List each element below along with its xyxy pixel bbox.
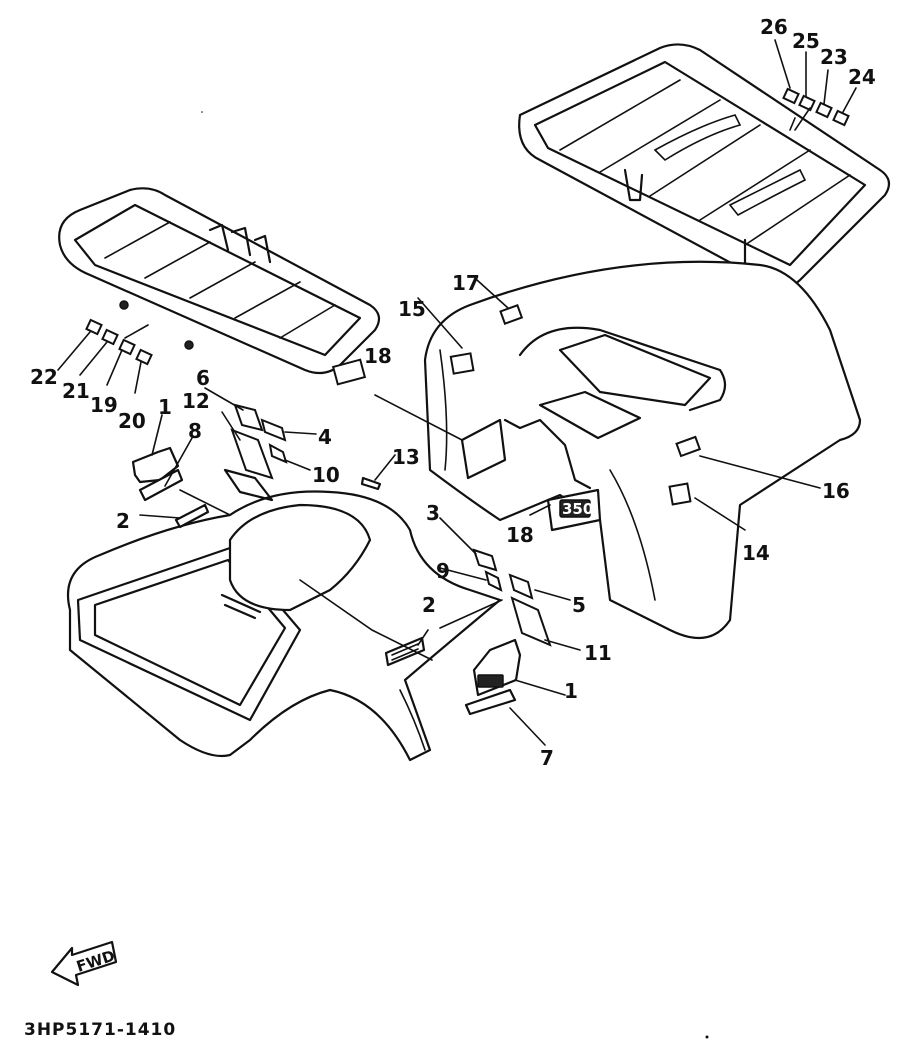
decal-10 xyxy=(268,443,288,464)
callout-18-upper: 18 xyxy=(364,344,392,368)
callout-25: 25 xyxy=(792,29,820,53)
callout-12: 12 xyxy=(182,389,210,413)
decal-26 xyxy=(782,87,800,105)
decal-2-right xyxy=(384,636,426,667)
callout-15: 15 xyxy=(398,297,426,321)
decal-5 xyxy=(508,573,534,600)
decal-1-right xyxy=(472,638,522,697)
decal-18-upper xyxy=(331,358,367,386)
callout-16: 16 xyxy=(822,479,850,503)
callout-13: 13 xyxy=(392,445,420,469)
front-carrier-decals xyxy=(57,318,153,394)
decal-19 xyxy=(118,338,136,356)
drawing-code: 3HP5171-1410 xyxy=(24,1020,176,1040)
decal-1-left xyxy=(131,446,180,484)
decal-6 xyxy=(233,403,264,432)
callout-19: 19 xyxy=(90,393,118,417)
rear-fender[interactable] xyxy=(423,260,862,640)
callout-6: 6 xyxy=(196,366,210,390)
callout-20: 20 xyxy=(118,409,146,433)
decal-22 xyxy=(85,318,103,336)
rear-carrier-decals xyxy=(774,39,857,131)
decal-20 xyxy=(135,348,153,366)
callout-24: 24 xyxy=(848,65,876,89)
callout-26: 26 xyxy=(760,15,788,39)
decal-21 xyxy=(101,328,119,346)
decal-18-emblem: 350 xyxy=(546,488,602,532)
decal-3 xyxy=(472,548,498,572)
callout-14: 14 xyxy=(742,541,770,565)
decal-9 xyxy=(484,570,503,592)
callout-11: 11 xyxy=(584,641,612,665)
callout-17: 17 xyxy=(452,271,480,295)
decal-12 xyxy=(230,428,274,480)
front-carrier[interactable] xyxy=(58,187,381,375)
rear-carrier[interactable] xyxy=(518,43,891,288)
callout-9: 9 xyxy=(436,559,450,583)
decal-12-outline xyxy=(223,468,274,502)
leader-lines xyxy=(139,111,821,746)
fwd-label: FWD xyxy=(74,947,117,976)
callout-8: 8 xyxy=(188,419,202,443)
callout-5: 5 xyxy=(572,593,586,617)
callout-23: 23 xyxy=(820,45,848,69)
decal-24 xyxy=(832,109,850,127)
callout-10: 10 xyxy=(312,463,340,487)
decal-16 xyxy=(675,435,702,458)
rear-fender-flap xyxy=(460,418,507,480)
decal-17 xyxy=(499,304,524,325)
decal-14 xyxy=(668,482,692,506)
decal-11 xyxy=(510,596,552,647)
front-fender[interactable] xyxy=(66,490,502,762)
callout-22: 22 xyxy=(30,365,58,389)
decal-8 xyxy=(138,468,184,502)
callout-2-left: 2 xyxy=(116,509,130,533)
callout-3: 3 xyxy=(426,501,440,525)
callout-7: 7 xyxy=(540,746,554,770)
decal-emblem-text: 350 xyxy=(562,500,593,518)
callout-18-lower: 18 xyxy=(506,523,534,547)
callouts: 26 25 23 24 22 21 19 20 1 12 8 6 4 10 2 … xyxy=(30,15,876,770)
callout-1-right: 1 xyxy=(564,679,578,703)
callout-21: 21 xyxy=(62,379,90,403)
callout-1-left: 1 xyxy=(158,395,172,419)
decal-4 xyxy=(260,418,287,442)
decal-2-left xyxy=(174,503,210,529)
decal-13 xyxy=(360,476,382,491)
callout-2-right: 2 xyxy=(422,593,436,617)
fwd-arrow-icon: FWD xyxy=(50,940,117,987)
decal-25 xyxy=(798,94,816,112)
callout-4: 4 xyxy=(318,425,332,449)
decal-15 xyxy=(449,352,475,375)
decal-23 xyxy=(815,101,833,119)
decal-7 xyxy=(464,688,517,716)
scan-dot xyxy=(705,1035,709,1039)
